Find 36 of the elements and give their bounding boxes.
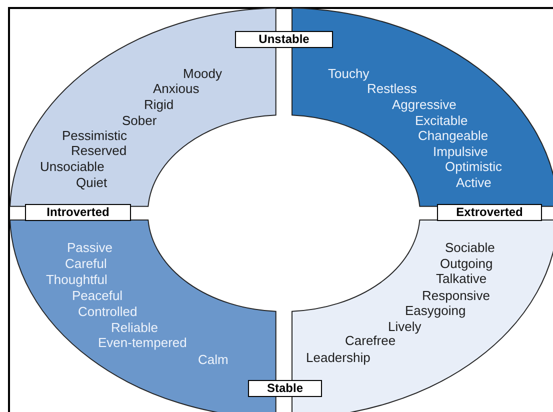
trait-word: Thoughtful xyxy=(46,272,108,287)
trait-word: Even-tempered xyxy=(98,335,187,350)
trait-word: Peaceful xyxy=(72,288,123,303)
trait-word: Restless xyxy=(367,80,417,96)
trait-word: Responsive xyxy=(422,288,490,303)
trait-word: Calm xyxy=(198,352,228,367)
trait-word: Active xyxy=(456,174,492,190)
trait-word: Reserved xyxy=(70,142,127,158)
trait-word: Controlled xyxy=(78,304,138,319)
trait-word: Touchy xyxy=(328,66,370,81)
trait-word: Moody xyxy=(182,66,222,81)
trait-word: Careful xyxy=(64,256,107,271)
trait-word: Aggressive xyxy=(392,96,456,112)
axis-label: Extroverted xyxy=(437,204,542,221)
trait-word: Anxious xyxy=(152,80,200,96)
trait-word: Lively xyxy=(388,319,422,334)
trait-word: Excitable xyxy=(415,112,468,128)
trait-word: Pessimistic xyxy=(62,128,127,143)
trait-word: Optimistic xyxy=(445,158,502,174)
trait-word: Unsociable xyxy=(40,158,104,174)
axis-label: Unstable xyxy=(235,31,333,48)
trait-word: Impulsive xyxy=(433,144,488,159)
trait-word: Reliable xyxy=(110,320,158,335)
trait-word: Outgoing xyxy=(440,256,493,271)
trait-word: Sober xyxy=(122,112,157,128)
trait-word: Sociable xyxy=(445,240,495,255)
axis-label: Stable xyxy=(248,380,322,397)
trait-word: Carefree xyxy=(345,333,396,348)
trait-word: Passive xyxy=(66,240,113,255)
trait-word: Rigid xyxy=(144,96,174,112)
trait-word: Leadership xyxy=(306,350,370,365)
axis-label: Introverted xyxy=(25,204,131,221)
trait-word: Easygoing xyxy=(405,303,466,318)
trait-word: Changeable xyxy=(418,128,488,143)
trait-word: Quiet xyxy=(76,174,108,190)
trait-word: Talkative xyxy=(436,271,487,286)
